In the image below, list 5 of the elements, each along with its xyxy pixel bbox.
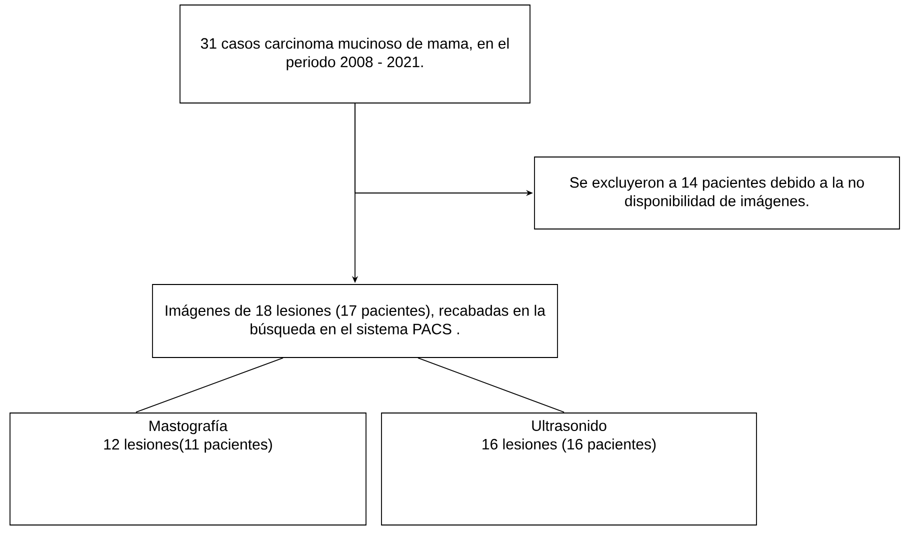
- process-box: Ultrasonido 16 lesiones (16 pacientes): [381, 412, 757, 526]
- process-box: Imágenes de 18 lesiones (17 pacientes), recabadas en la búsqueda en el sistema PACS .: [152, 284, 558, 358]
- process-box: Mastografía 12 lesiones(11 pacientes): [10, 412, 366, 526]
- process-box: Se excluyeron a 14 pacientes debido a la no disponibilidad de imágenes.: [534, 156, 900, 230]
- process-box: 31 casos carcinoma mucinoso de mama, en el periodo 2008 - 2021.: [180, 4, 530, 104]
